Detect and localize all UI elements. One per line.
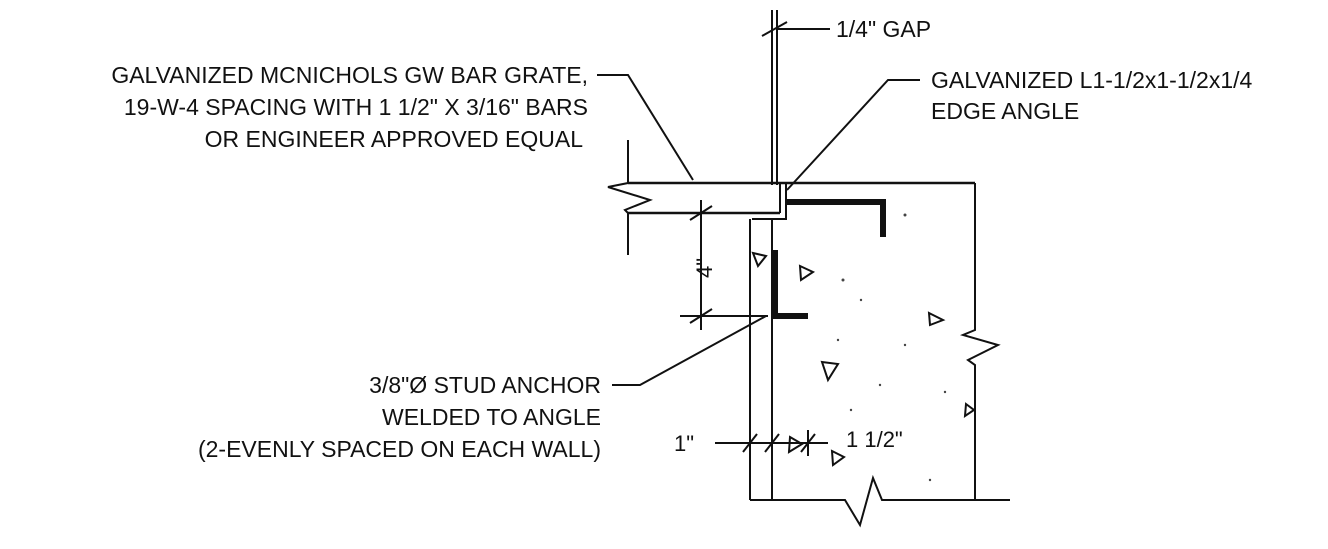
stud-anchor-label-line-1: 3/8"Ø STUD ANCHOR [369,372,601,398]
dimension-4in-label: 4" [692,258,717,278]
dimension-4in [680,200,768,330]
concrete-hatch [751,213,976,482]
grate-edge-angle [752,183,787,220]
edge-angle-label-line-1: GALVANIZED L1-1/2x1-1/2x1/4 [931,67,1253,93]
bottom-break-line [750,474,1010,528]
grate-label-line-1: GALVANIZED MCNICHOLS GW BAR GRATE, [111,62,588,88]
wall-angle [772,199,886,319]
grate-label-line-2: 19-W-4 SPACING WITH 1 1/2" X 3/16" BARS [124,94,588,120]
stud-anchor-callout-leader [612,315,767,386]
dimension-bottom [715,430,828,456]
stud-anchor-label-line-3: (2-EVENLY SPACED ON EACH WALL) [198,436,601,462]
gap-lines [761,10,830,185]
slab-outline [788,181,1001,500]
grate-callout-leader [597,74,694,181]
dimension-1in-label: 1" [674,431,694,456]
edge-angle-label-line-2: EDGE ANGLE [931,98,1079,124]
bar-grate [607,140,788,255]
stud-anchor-label-line-2: WELDED TO ANGLE [382,404,601,430]
grate-label-line-3: OR ENGINEER APPROVED EQUAL [205,126,584,152]
gap-label: 1/4" GAP [836,16,931,42]
dimension-1-5in-label: 1 1/2" [846,427,903,452]
edge-angle-callout-leader [786,79,920,191]
